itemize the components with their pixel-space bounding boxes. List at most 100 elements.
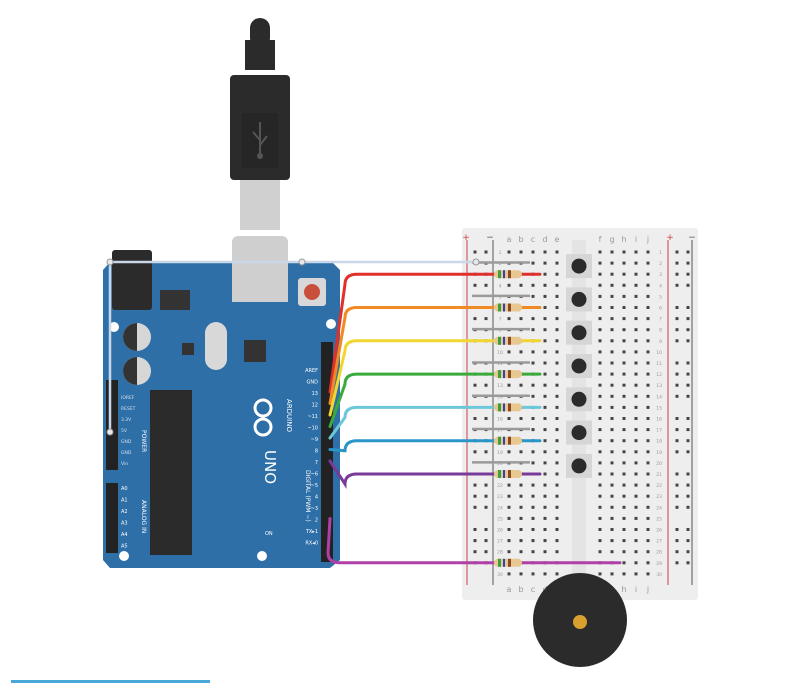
breadboard-hole[interactable] bbox=[543, 417, 547, 420]
breadboard-hole[interactable] bbox=[610, 306, 614, 309]
breadboard-hole[interactable] bbox=[543, 306, 547, 309]
breadboard-hole[interactable] bbox=[531, 383, 535, 387]
rail-hole[interactable] bbox=[675, 317, 679, 321]
breadboard-hole[interactable] bbox=[507, 350, 511, 354]
wire-red[interactable] bbox=[328, 272, 542, 394]
breadboard-hole[interactable] bbox=[646, 339, 650, 343]
breadboard-hole[interactable] bbox=[519, 550, 523, 554]
breadboard-hole[interactable] bbox=[634, 516, 638, 520]
breadboard-hole[interactable] bbox=[555, 439, 559, 443]
rail-hole[interactable] bbox=[473, 383, 477, 387]
breadboard-hole[interactable] bbox=[610, 539, 614, 543]
rail-hole[interactable] bbox=[686, 539, 690, 543]
breadboard-hole[interactable] bbox=[531, 572, 535, 576]
breadboard-hole[interactable] bbox=[543, 261, 547, 265]
breadboard-hole[interactable] bbox=[507, 572, 511, 576]
breadboard-hole[interactable] bbox=[634, 272, 638, 276]
breadboard-hole[interactable] bbox=[622, 383, 626, 387]
breadboard-hole[interactable] bbox=[622, 539, 626, 543]
pushbutton[interactable] bbox=[566, 453, 592, 478]
breadboard-hole[interactable] bbox=[555, 428, 559, 432]
breadboard-hole[interactable] bbox=[598, 272, 602, 276]
breadboard-hole[interactable] bbox=[555, 405, 559, 409]
breadboard-hole[interactable] bbox=[646, 428, 650, 432]
breadboard-hole[interactable] bbox=[598, 461, 602, 465]
breadboard-hole[interactable] bbox=[543, 350, 547, 354]
breadboard-hole[interactable] bbox=[622, 394, 626, 398]
rail-hole[interactable] bbox=[484, 417, 488, 420]
breadboard-hole[interactable] bbox=[531, 539, 535, 543]
breadboard-hole[interactable] bbox=[555, 261, 559, 265]
breadboard-hole[interactable] bbox=[646, 550, 650, 554]
breadboard-hole[interactable] bbox=[622, 572, 626, 576]
breadboard-hole[interactable] bbox=[531, 250, 535, 254]
breadboard-hole[interactable] bbox=[531, 394, 535, 398]
breadboard-hole[interactable] bbox=[622, 428, 626, 432]
breadboard-hole[interactable] bbox=[507, 250, 511, 254]
breadboard-hole[interactable] bbox=[646, 516, 650, 520]
breadboard-hole[interactable] bbox=[519, 383, 523, 387]
breadboard-hole[interactable] bbox=[519, 528, 523, 531]
breadboard-hole[interactable] bbox=[543, 516, 547, 520]
breadboard-hole[interactable] bbox=[634, 350, 638, 354]
breadboard-hole[interactable] bbox=[531, 461, 535, 465]
breadboard-hole[interactable] bbox=[598, 539, 602, 543]
breadboard-hole[interactable] bbox=[507, 550, 511, 554]
piezo-buzzer[interactable] bbox=[533, 573, 627, 667]
pushbuttons[interactable] bbox=[566, 254, 592, 478]
breadboard-hole[interactable] bbox=[646, 350, 650, 354]
breadboard-hole[interactable] bbox=[555, 283, 559, 287]
breadboard-hole[interactable] bbox=[622, 372, 626, 376]
rail-hole[interactable] bbox=[675, 372, 679, 376]
breadboard-hole[interactable] bbox=[598, 383, 602, 387]
breadboard-hole[interactable] bbox=[598, 405, 602, 409]
breadboard-hole[interactable] bbox=[598, 450, 602, 454]
breadboard-hole[interactable] bbox=[646, 539, 650, 543]
rail-hole[interactable] bbox=[686, 394, 690, 398]
breadboard-hole[interactable] bbox=[598, 283, 602, 287]
breadboard-hole[interactable] bbox=[543, 505, 547, 509]
breadboard-hole[interactable] bbox=[519, 417, 523, 420]
breadboard-hole[interactable] bbox=[543, 528, 547, 531]
breadboard-hole[interactable] bbox=[622, 405, 626, 409]
breadboard-hole[interactable] bbox=[646, 283, 650, 287]
breadboard-hole[interactable] bbox=[519, 494, 523, 498]
breadboard-hole[interactable] bbox=[622, 317, 626, 321]
breadboard-hole[interactable] bbox=[634, 539, 638, 543]
breadboard-hole[interactable] bbox=[646, 383, 650, 387]
breadboard-hole[interactable] bbox=[507, 516, 511, 520]
rail-hole[interactable] bbox=[473, 450, 477, 454]
breadboard-hole[interactable] bbox=[622, 494, 626, 498]
rail-hole[interactable] bbox=[686, 483, 690, 487]
breadboard-hole[interactable] bbox=[634, 494, 638, 498]
rail-hole[interactable] bbox=[686, 361, 690, 365]
breadboard-hole[interactable] bbox=[531, 261, 535, 265]
breadboard-hole[interactable] bbox=[598, 439, 602, 443]
breadboard-hole[interactable] bbox=[646, 561, 650, 565]
breadboard-hole[interactable] bbox=[634, 472, 638, 476]
rail-hole[interactable] bbox=[686, 550, 690, 554]
ground-wire[interactable] bbox=[108, 260, 476, 432]
breadboard-hole[interactable] bbox=[634, 572, 638, 576]
breadboard-hole[interactable] bbox=[555, 350, 559, 354]
breadboard-hole[interactable] bbox=[555, 516, 559, 520]
breadboard-hole[interactable] bbox=[507, 283, 511, 287]
wire-green[interactable] bbox=[328, 372, 542, 428]
breadboard-hole[interactable] bbox=[531, 528, 535, 531]
power-header[interactable] bbox=[106, 380, 118, 470]
rail-hole[interactable] bbox=[675, 261, 679, 265]
rail-hole[interactable] bbox=[675, 361, 679, 365]
breadboard-hole[interactable] bbox=[634, 261, 638, 265]
wire-magenta[interactable] bbox=[326, 517, 622, 565]
breadboard-hole[interactable] bbox=[555, 528, 559, 531]
breadboard-hole[interactable] bbox=[543, 450, 547, 454]
breadboard-hole[interactable] bbox=[622, 306, 626, 309]
pushbutton[interactable] bbox=[566, 287, 592, 312]
rail-hole[interactable] bbox=[686, 306, 690, 309]
breadboard-hole[interactable] bbox=[531, 417, 535, 420]
breadboard-hole[interactable] bbox=[646, 306, 650, 309]
breadboard-hole[interactable] bbox=[519, 516, 523, 520]
breadboard-hole[interactable] bbox=[598, 394, 602, 398]
breadboard-hole[interactable] bbox=[610, 339, 614, 343]
